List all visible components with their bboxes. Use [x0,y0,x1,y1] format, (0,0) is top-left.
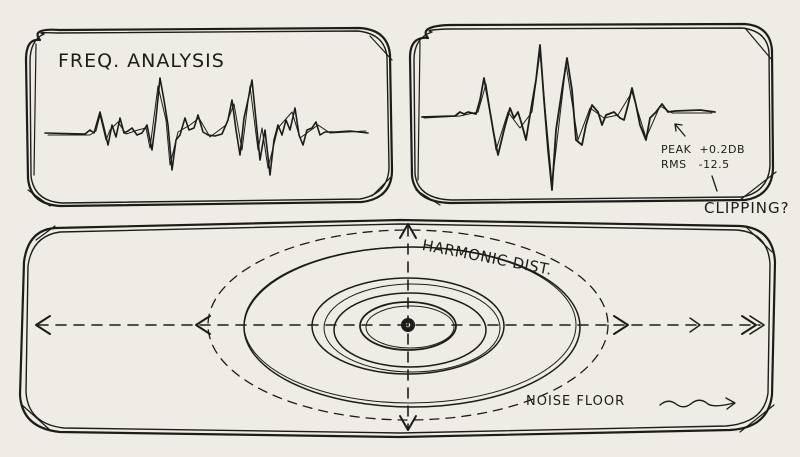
peak-panel-frame [408,22,777,206]
distortion-panel-frame [18,218,777,439]
horizontal-axis [35,315,765,335]
rms-readout: RMS -12.5 [661,158,730,171]
squiggle-arrow-icon [659,397,736,410]
peak-readout: PEAK +0.2DB [661,143,746,156]
freq-panel-frame [24,26,394,208]
concentric-rings [243,246,581,408]
clipping-label: CLIPPING? [704,199,790,217]
harmonic-dashed-ellipse [207,229,609,421]
freq-analysis-title: FREQ. ANALYSIS [58,50,225,72]
peak-waveform [421,44,716,191]
noise-floor-label: NOISE FLOOR [526,394,626,409]
vertical-axis [399,223,417,431]
freq-waveform [44,77,369,176]
clipping-leader-line [711,175,718,192]
peak-arrow-icon [674,123,686,137]
